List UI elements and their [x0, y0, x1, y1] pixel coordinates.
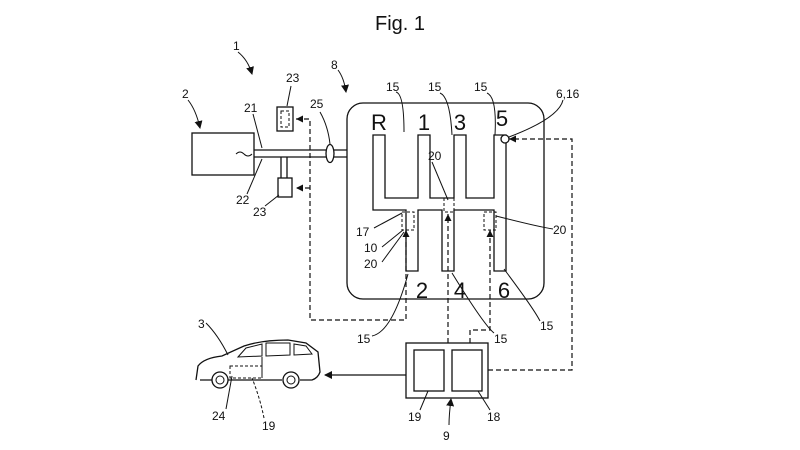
signal-line-right-loop [488, 138, 573, 371]
coupling-25 [325, 143, 335, 164]
signal-line-left-loop [296, 118, 407, 321]
ref-label: 1 [233, 39, 240, 53]
arrow-to-sensor-middle [444, 214, 452, 221]
ref-label: 25 [310, 97, 324, 111]
ref-label: 10 [364, 241, 378, 255]
sensor-16 [500, 134, 510, 144]
arrow-to-actuator-lower [296, 184, 303, 192]
ref-label: 19 [262, 419, 276, 433]
gear-label-1: 1 [418, 110, 430, 135]
ref-label: 17 [356, 225, 370, 239]
ref-label: 23 [286, 71, 300, 85]
engine-shaft-squiggle [235, 151, 253, 157]
ref-label: 18 [487, 410, 501, 424]
gear-label-3: 3 [454, 110, 466, 135]
ref-label: 19 [408, 410, 422, 424]
ref-label: 6,16 [556, 87, 580, 101]
signal-line-right-sensor [469, 230, 491, 343]
ref-label: 22 [236, 193, 250, 207]
figure-title: Fig. 1 [375, 13, 425, 35]
vehicle-3 [195, 339, 321, 389]
ref-label: 20 [553, 223, 567, 237]
ref-label: 2 [182, 87, 189, 101]
ref-label: 24 [212, 409, 226, 423]
ref-label: 8 [331, 58, 338, 72]
ref-label: 20 [428, 149, 442, 163]
ref-label: 15 [474, 80, 488, 94]
actuator-23-lower [277, 177, 293, 198]
ref-label: 9 [443, 429, 450, 443]
gear-label-r: R [371, 110, 387, 135]
ref-label: 21 [244, 101, 258, 115]
control-block-19 [413, 349, 445, 392]
arrow-to-sensor-right [486, 230, 494, 237]
ref-label: 23 [253, 205, 267, 219]
ref-label: 20 [364, 257, 378, 271]
shift-gate-housing [346, 102, 545, 300]
ref-label: 3 [198, 317, 205, 331]
leader-lines [187, 51, 564, 426]
sensor-20-middle [443, 197, 455, 213]
sensor-10 [401, 211, 415, 231]
ref-label: 15 [494, 332, 508, 346]
arrow-to-sensor-16 [509, 135, 516, 143]
control-block-18 [451, 349, 483, 392]
gear-label-6: 6 [498, 278, 510, 303]
ref-label: 15 [386, 80, 400, 94]
gear-label-2: 2 [416, 278, 428, 303]
arrow-to-sensor-10 [402, 230, 410, 237]
gear-label-5: 5 [496, 106, 508, 131]
ref-label: 15 [428, 80, 442, 94]
arrow-to-actuator-upper [296, 115, 303, 123]
actuator-23-upper-inner [280, 110, 290, 128]
gear-label-4: 4 [454, 278, 466, 303]
ref-label: 15 [357, 332, 371, 346]
ref-label: 15 [540, 319, 554, 333]
